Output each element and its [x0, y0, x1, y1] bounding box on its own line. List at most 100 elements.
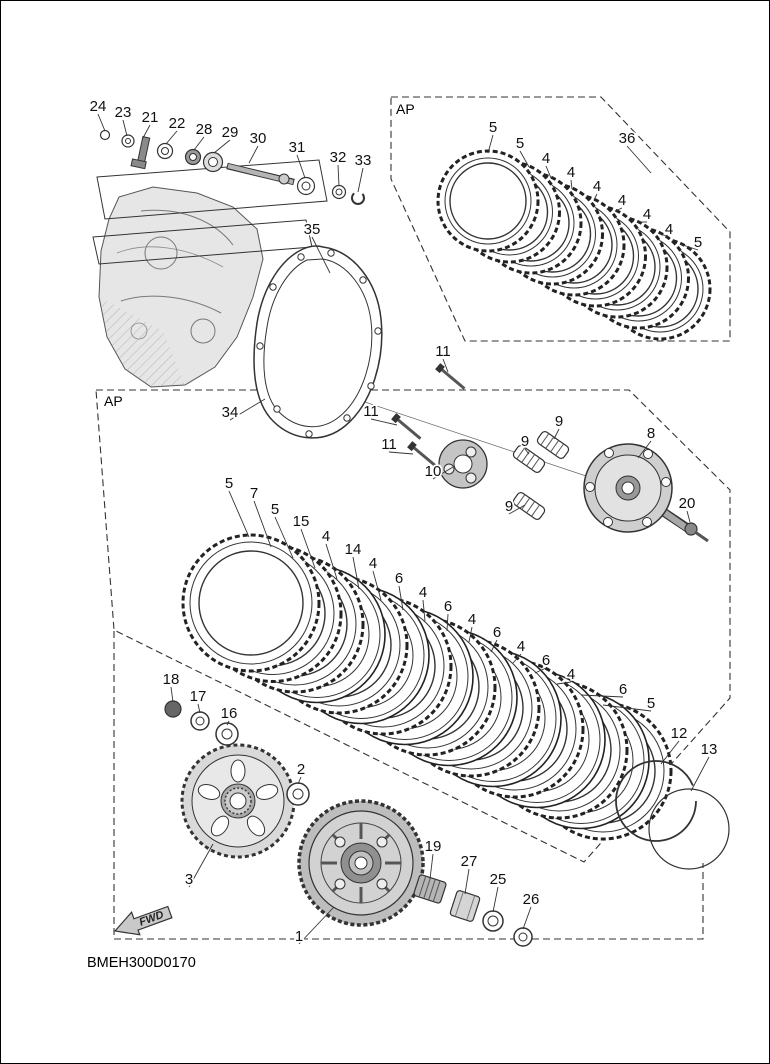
- callout-leader-27: [464, 868, 470, 895]
- callout-leader-22: [165, 130, 178, 145]
- bearing-29: [202, 151, 224, 173]
- push-lever-group: [99, 129, 365, 205]
- circlip-33: [351, 191, 365, 205]
- callout-leader-15: [300, 528, 316, 569]
- diagram-code: BMEH300D0170: [87, 955, 196, 971]
- callout-leader-3: [188, 843, 214, 888]
- callout-label-4: 4: [643, 206, 651, 223]
- callout-leader-12: [660, 740, 680, 765]
- seal-22: [156, 142, 174, 160]
- bottom-boundary: [113, 631, 704, 940]
- callout-label-4: 4: [517, 638, 525, 655]
- callout-leader-4: [468, 626, 473, 643]
- callout-label-8: 8: [647, 425, 655, 442]
- callout-label-23: 23: [115, 104, 132, 121]
- callout-label-6: 6: [493, 624, 501, 641]
- callout-label-5: 5: [271, 501, 279, 518]
- callout-leader-23: [122, 119, 128, 137]
- callout-label-1: 1: [295, 928, 303, 945]
- callout-leader-6: [398, 585, 404, 611]
- callout-label-34: 34: [222, 404, 239, 421]
- callout-leader-5: [679, 243, 699, 251]
- upper-plate-stack: [436, 149, 712, 341]
- callout-label-27: 27: [461, 853, 478, 870]
- callout-leader-9: [524, 448, 530, 455]
- callout-label-4: 4: [468, 611, 476, 628]
- ap-box-main: [95, 389, 731, 863]
- callout-label-25: 25: [490, 871, 507, 888]
- callout-label-6: 6: [619, 681, 627, 698]
- clutch-cover-gasket: [253, 245, 383, 439]
- callout-leader-5: [519, 150, 530, 168]
- callout-label-5: 5: [225, 475, 233, 492]
- callout-label-5: 5: [516, 135, 524, 152]
- clutch-spring-9b: [512, 445, 546, 473]
- callout-leader-35: [311, 236, 331, 274]
- callout-leader-4: [372, 570, 382, 601]
- callout-label-11: 11: [435, 343, 451, 360]
- callout-label-14: 14: [345, 541, 362, 558]
- ap-box-upper: [390, 96, 731, 342]
- callout-label-4: 4: [618, 192, 626, 209]
- clutch-spring-9c: [512, 492, 546, 520]
- callout-label-2: 2: [297, 761, 305, 778]
- callout-leader-4: [422, 599, 426, 622]
- callout-label-11: 11: [381, 436, 397, 453]
- callout-leader-5: [602, 704, 652, 712]
- callout-leader-5: [487, 134, 494, 154]
- callout-label-9: 9: [521, 433, 529, 450]
- callout-leader-19: [429, 853, 434, 880]
- callout-leader-11: [442, 358, 449, 373]
- clutch-spring-9a: [536, 431, 570, 459]
- callout-label-4: 4: [567, 164, 575, 181]
- axis-line: [355, 398, 602, 482]
- callout-label-15: 15: [293, 513, 310, 530]
- callout-label-4: 4: [567, 666, 575, 683]
- ring-23: [121, 134, 135, 148]
- callout-leader-5: [274, 516, 294, 559]
- callout-leader-2: [297, 776, 302, 785]
- callout-leader-4: [570, 179, 573, 190]
- callout-leader-34: [229, 398, 266, 421]
- callout-label-18: 18: [163, 671, 180, 688]
- callout-label-6: 6: [542, 652, 550, 669]
- washer-24: [99, 129, 111, 141]
- callout-leader-6: [580, 694, 624, 698]
- callout-label-33: 33: [355, 152, 372, 169]
- callout-label-22: 22: [169, 115, 186, 132]
- pressure-bolt-11b: [391, 413, 422, 440]
- washer-26: [513, 927, 533, 947]
- callout-label-35: 35: [304, 221, 321, 238]
- callout-label-6: 6: [395, 570, 403, 587]
- clutch-housing-1: [297, 799, 425, 927]
- callout-leader-36: [626, 145, 652, 174]
- callout-leader-26: [522, 906, 532, 930]
- crankcase-sketch: [98, 186, 264, 388]
- callout-label-12: 12: [671, 725, 688, 742]
- washer-25: [482, 910, 504, 932]
- callout-label-19: 19: [425, 838, 442, 855]
- clutch-boss-3: [180, 743, 296, 859]
- callout-leader-7: [253, 500, 272, 548]
- ring-31: [296, 176, 316, 196]
- callout-leader-29: [213, 139, 231, 154]
- callout-label-9: 9: [505, 498, 513, 515]
- callout-leader-32: [337, 164, 340, 187]
- fwd-arrow: FWD: [113, 905, 173, 936]
- callout-label-28: 28: [196, 121, 213, 138]
- callout-leader-24: [97, 113, 106, 132]
- callout-leader-10: [432, 466, 454, 480]
- callout-leader-4: [657, 232, 670, 238]
- callout-label-5: 5: [489, 119, 497, 136]
- callout-label-31: 31: [289, 139, 306, 156]
- callout-label-4: 4: [542, 150, 550, 167]
- nut-18: [164, 700, 182, 718]
- callout-leader-6: [490, 639, 498, 653]
- callout-leader-4: [512, 653, 522, 664]
- callout-leader-11: [370, 418, 398, 426]
- ap-label-upper: AP: [396, 101, 415, 117]
- pressure-plate-8: [583, 443, 692, 533]
- callout-label-32: 32: [330, 149, 347, 166]
